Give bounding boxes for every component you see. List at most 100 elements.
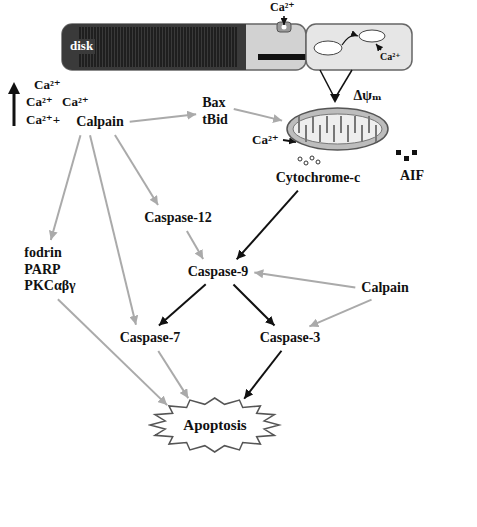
protein-label: Bax tBid xyxy=(199,93,231,131)
disk-stripe xyxy=(196,27,197,67)
aif-squares xyxy=(396,150,417,161)
photoreceptor-cell xyxy=(62,24,306,70)
pathway-arrow xyxy=(90,135,136,324)
pathway-arrow xyxy=(244,351,281,399)
calcium-rise-arrow xyxy=(13,92,16,126)
zoom-lines xyxy=(320,70,333,95)
pathway-arrow xyxy=(234,109,282,121)
disk-stripe xyxy=(124,27,125,67)
protein-label: AIF xyxy=(400,168,424,184)
inner-membrane xyxy=(293,114,382,144)
disk-stripe xyxy=(148,27,149,67)
part-name: disk xyxy=(68,39,95,54)
disk-stripe xyxy=(190,27,191,67)
aif-squares xyxy=(396,150,401,155)
disk-stripe xyxy=(193,27,194,67)
disk-stripe xyxy=(160,27,161,67)
disk-stripe xyxy=(97,27,98,67)
photoreceptor-cell xyxy=(62,24,306,70)
cytochrome-dots xyxy=(298,156,320,165)
crista xyxy=(368,116,370,133)
disk-stripe xyxy=(214,27,215,67)
pathway-arrow xyxy=(254,272,355,287)
disk-stripe xyxy=(184,27,185,67)
pathway-arrow xyxy=(309,300,371,327)
ion-label: Ca²⁺+ xyxy=(26,113,60,128)
node-text: Caspase-7 xyxy=(120,330,181,347)
disk-stripe xyxy=(133,27,134,67)
node-text: Caspase-9 xyxy=(188,264,249,281)
inner-segment xyxy=(376,44,381,50)
node-text: fodrin PARP PKCαβγ xyxy=(24,245,75,295)
inner-segment xyxy=(359,30,385,42)
cytochrome-dots xyxy=(316,160,320,164)
disk-stripe xyxy=(103,27,104,67)
disk-stripe xyxy=(208,27,209,67)
crista xyxy=(354,116,356,133)
disk-stripe xyxy=(166,27,167,67)
pathway-arrow xyxy=(158,351,188,398)
ion-label: Ca²⁺ xyxy=(62,95,89,110)
disk-stripe xyxy=(130,27,131,67)
calcium-channel xyxy=(283,16,285,25)
pathway-arrow xyxy=(130,114,196,121)
disk-stripe xyxy=(205,27,206,67)
connecting-cilium xyxy=(258,54,308,60)
crista xyxy=(361,125,363,142)
disk-stripe xyxy=(112,27,113,67)
disk-stripe xyxy=(142,27,143,67)
aif-squares xyxy=(412,150,417,155)
disk-stripe xyxy=(223,27,224,67)
disk-stripe xyxy=(199,27,200,67)
disk-stripe xyxy=(202,27,203,67)
disk-stripe xyxy=(232,27,233,67)
mitochondrion-outline xyxy=(285,105,390,153)
disk-stripe xyxy=(106,27,107,67)
cytochrome-dots xyxy=(304,161,308,165)
inner-segment xyxy=(306,24,412,70)
disk-stripe xyxy=(109,27,110,67)
pathway-arrow xyxy=(115,135,158,205)
caspase-label: Caspase-9 xyxy=(185,262,252,283)
ion-label: Ca²⁺ xyxy=(380,51,401,63)
pathway-arrow xyxy=(237,191,298,260)
pathway-arrow xyxy=(233,285,274,326)
pathway-arrow xyxy=(187,231,203,259)
disk-stripe xyxy=(118,27,119,67)
disk-stripe xyxy=(181,27,182,67)
inner-segment xyxy=(342,35,358,45)
cytochrome-dots xyxy=(310,156,314,160)
disk-stripe xyxy=(211,27,212,67)
photoreceptor-cell xyxy=(62,24,246,70)
calcium-channel xyxy=(277,16,291,32)
disk-stripe xyxy=(187,27,188,67)
ion-label: Ca²⁺ xyxy=(270,1,295,15)
disk-stripe xyxy=(226,27,227,67)
crista xyxy=(319,125,321,142)
node-text: Calpain xyxy=(361,280,408,297)
ion-label: Ca²⁺ xyxy=(34,78,61,93)
disk-stripe xyxy=(229,27,230,67)
calcium-rise-arrow xyxy=(8,82,20,126)
starburst-shape xyxy=(150,398,279,452)
calcium-channel xyxy=(282,25,287,30)
zoom-lines xyxy=(330,94,340,103)
ion-label: Ca²⁺ xyxy=(252,133,279,148)
inner-segment xyxy=(314,41,342,55)
caspase-label: Caspase-3 xyxy=(257,328,324,349)
disk-stripe xyxy=(127,27,128,67)
zoom-lines xyxy=(320,70,352,103)
disk-stripe xyxy=(115,27,116,67)
disk-stripe xyxy=(178,27,179,67)
disk-stripe xyxy=(169,27,170,67)
crista xyxy=(375,125,377,142)
disk-stripe xyxy=(151,27,152,67)
calcium-rise-arrow xyxy=(8,82,20,94)
enzyme-label: Calpain xyxy=(358,278,411,299)
node-text: Caspase-12 xyxy=(144,210,212,227)
membrane-potential-label: Δψₘ xyxy=(285,88,390,105)
crista xyxy=(312,116,314,133)
protein-label: Cytochrome-c xyxy=(273,168,364,189)
outer-membrane xyxy=(287,108,388,150)
